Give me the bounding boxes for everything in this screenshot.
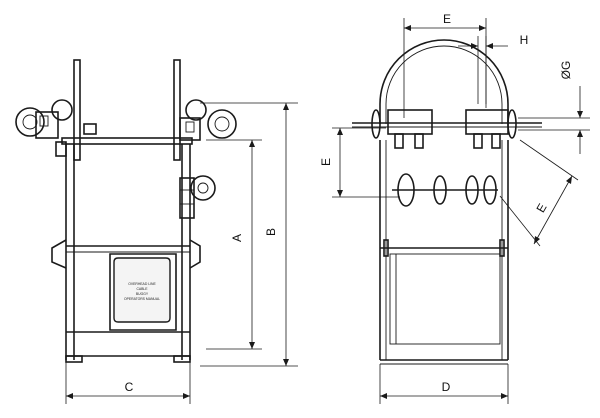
- plate-line-3: BUGGY: [136, 292, 149, 296]
- dim-h-arrow-right: [486, 43, 493, 49]
- dim-e-top-arrow-left: [404, 25, 411, 31]
- plate-line-1: OVERHEAD LINE: [128, 282, 156, 286]
- dim-a-label: A: [230, 234, 244, 242]
- left-upright: [73, 59, 81, 161]
- dim-b-label: B: [264, 228, 278, 236]
- left-outrigger: [51, 239, 67, 269]
- dim-c-arrow-left: [66, 393, 73, 399]
- dim-e-top-arrow-right: [479, 25, 486, 31]
- dim-h-arrow-left: [471, 43, 478, 49]
- dim-d-arrow-left: [380, 393, 387, 399]
- roller-2: [433, 175, 447, 205]
- seat-box: [109, 253, 177, 331]
- roller-4: [483, 175, 497, 205]
- top-rail: [61, 137, 193, 145]
- dim-a-arrow-bottom: [249, 342, 255, 349]
- left-lever: [83, 123, 97, 135]
- dim-g-arrow-bottom: [577, 130, 583, 137]
- plate-line-2: CABLE: [136, 287, 148, 291]
- side-view: E H ØG E E D: [319, 12, 590, 404]
- side-bracket: [179, 177, 195, 219]
- dim-e-diag-label: E: [533, 201, 549, 215]
- right-foot: [173, 355, 191, 363]
- left-wheel-bracket: [35, 111, 59, 139]
- front-trolley: [387, 109, 433, 135]
- dim-e-diag-line: [533, 175, 573, 245]
- right-upper-wheel: [185, 99, 207, 121]
- roller-3: [465, 175, 479, 205]
- dim-b-arrow-top: [283, 103, 289, 110]
- right-upright: [173, 59, 181, 161]
- dim-e-diag-arrow-bottom: [534, 236, 540, 244]
- side-panel: [389, 253, 501, 345]
- left-pulley-hub: [22, 114, 38, 130]
- left-foot: [65, 355, 83, 363]
- left-pulley-wheel: [15, 107, 45, 137]
- dim-g-label: ØG: [559, 61, 573, 80]
- plate-line-4: OPERATORS MANUAL: [124, 297, 160, 301]
- rear-end-wheel: [507, 109, 517, 139]
- right-stop: [499, 239, 505, 257]
- info-plate: [113, 257, 171, 323]
- roller-1: [397, 173, 415, 207]
- front-trolley-leg-2: [414, 133, 424, 149]
- front-trolley-leg-1: [394, 133, 404, 149]
- right-outrigger: [189, 239, 201, 269]
- left-upper-wheel: [51, 99, 73, 121]
- dim-a-arrow-top: [249, 140, 255, 147]
- dim-e-diag-arrow-top: [566, 176, 572, 184]
- right-bracket-bolt: [185, 121, 195, 133]
- dim-b-arrow-bottom: [283, 359, 289, 366]
- dim-e-diag-ext-top: [519, 139, 579, 181]
- dim-g-arrow-top: [577, 111, 583, 118]
- left-clamp: [55, 141, 67, 157]
- side-wheel-hub: [197, 182, 209, 194]
- right-wheel-bracket: [179, 117, 201, 141]
- right-pulley-hub: [214, 116, 230, 132]
- front-end-wheel: [371, 109, 381, 139]
- rear-trolley-leg-1: [473, 133, 483, 149]
- dim-e-left-arrow-top: [337, 128, 343, 135]
- right-pulley-wheel: [207, 109, 237, 139]
- arch-outer: [379, 39, 509, 124]
- front-view: OVERHEAD LINE CABLE BUGGY OPERATORS MANU…: [15, 59, 298, 404]
- dim-e-left-label: E: [319, 158, 333, 166]
- dim-h-label: H: [520, 33, 529, 47]
- side-wheel: [190, 175, 216, 201]
- rear-trolley-leg-2: [491, 133, 501, 149]
- dim-e-top-label: E: [443, 12, 451, 26]
- left-bracket-bolt: [39, 115, 49, 127]
- arch-inner: [385, 45, 503, 124]
- dim-c-label: C: [125, 380, 134, 394]
- dim-d-label: D: [442, 380, 451, 394]
- dim-e-diag-ext-bottom: [499, 195, 541, 247]
- dim-c-arrow-right: [183, 393, 190, 399]
- left-stop: [383, 239, 389, 257]
- dim-e-left-arrow-bottom: [337, 190, 343, 197]
- dim-d-arrow-right: [501, 393, 508, 399]
